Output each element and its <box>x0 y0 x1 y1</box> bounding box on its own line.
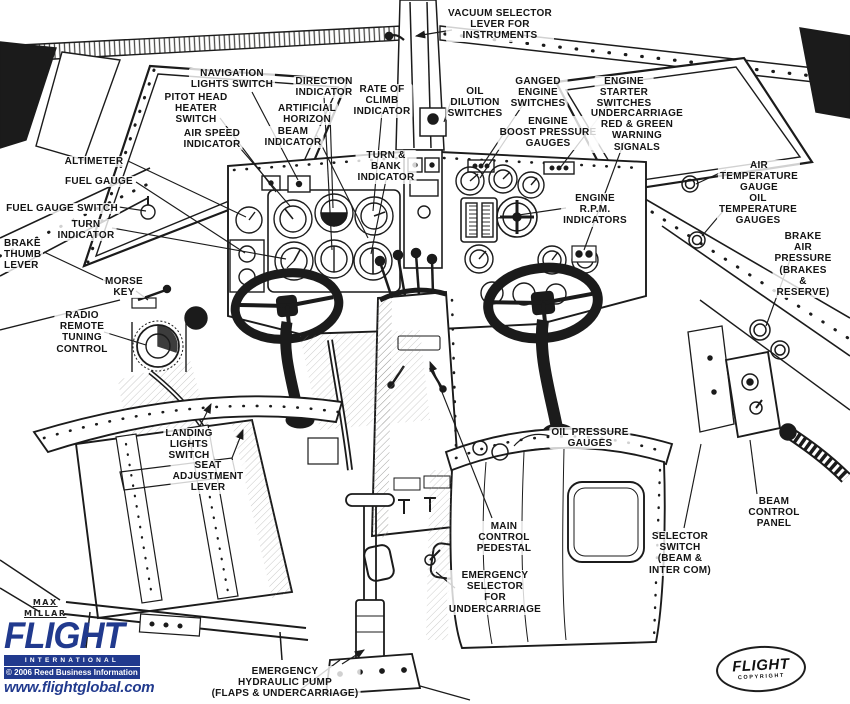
callout-fuel-gauge: FUEL GAUGE <box>63 176 135 188</box>
trim-wheel <box>184 306 208 330</box>
oil-pressure-gauge <box>491 443 509 461</box>
radio-tuning-dial <box>136 324 180 368</box>
oil-temperature-gauge-dial <box>688 231 706 249</box>
hose-coupling <box>779 423 797 441</box>
turn-and-bank-dial <box>353 241 393 281</box>
air-temperature-gauge-dial <box>681 175 699 193</box>
centre-switch-column <box>403 149 443 269</box>
right-sidewall-equipment <box>681 175 850 483</box>
callout-turn-indicator: TURN INDICATOR <box>55 219 117 242</box>
callout-rate-of-climb-indicator: RATE OF CLIMB INDICATOR <box>351 84 413 118</box>
callout-air-speed-indicator: AIR SPEED INDICATOR <box>181 128 243 151</box>
callout-emergency-selector-for-undercarriage: EMERGENCY SELECTOR FOR UNDERCARRIAGE <box>446 570 544 615</box>
callout-seat-adjustment-lever: SEAT ADJUSTMENT LEVER <box>170 460 246 494</box>
vacuum-selector-lever-knob <box>384 31 394 41</box>
callout-brake-thumb-lever: BRAKE THUMB LEVER <box>2 238 44 272</box>
callout-oil-dilution-switches: OIL DILUTION SWITCHES <box>445 86 505 120</box>
callout-beam-control-panel: BEAM CONTROL PANEL <box>746 496 802 530</box>
callout-vacuum-selector-lever: VACUUM SELECTOR LEVER FOR INSTRUMENTS <box>446 8 554 42</box>
callout-ganged-engine-switches: GANGED ENGINE SWITCHES <box>508 76 568 110</box>
callout-direction-indicator: DIRECTION INDICATOR <box>293 76 355 99</box>
direction-indicator-dial <box>314 239 354 279</box>
website-url: www.flightglobal.com <box>4 679 155 697</box>
seat-rail-plate <box>138 613 202 637</box>
callout-engine-boost-pressure-gauges: ENGINE BOOST PRESSURE GAUGES <box>497 116 599 150</box>
brake-air-pressure-gauge <box>770 340 790 360</box>
artist-signature: MAX MILLAR <box>24 598 67 618</box>
brake-air-pressure-gauge <box>749 319 771 341</box>
callout-oil-temperature-gauges: OIL TEMPERATURE GAUGES <box>716 193 800 227</box>
callout-radio-remote-tuning-control: RADIO REMOTE TUNING CONTROL <box>54 310 110 355</box>
callout-fuel-gauge-switch: FUEL GAUGE SWITCH <box>4 203 120 215</box>
right-engine-placard <box>393 477 421 491</box>
flight-logo-wordmark: FLIGHT <box>4 615 125 656</box>
callout-navigation-lights-switch: NAVIGATION LIGHTS SWITCH <box>188 68 276 91</box>
morse-key-knob <box>162 284 172 294</box>
oil-dilution-switch-knob <box>427 113 439 125</box>
engine-rpm-indicator-instrument <box>460 197 498 243</box>
callout-artificial-horizon: ARTIFICIAL HORIZON <box>275 103 339 126</box>
seat-cushion <box>567 481 645 563</box>
callout-turn-and-bank-indicator: TURN & BANK INDICATOR <box>355 150 417 184</box>
callout-altimeter: ALTIMETER <box>62 156 126 168</box>
right-seat <box>424 427 674 649</box>
callout-engine-starter-switches: ENGINE STARTER SWITCHES <box>594 76 654 110</box>
undercarriage-warning-lamps <box>571 245 597 263</box>
artificial-horizon-dial <box>314 193 354 233</box>
callout-beam-indicator: BEAM INDICATOR <box>262 126 324 149</box>
flight-logo-international: INTERNATIONAL <box>4 654 140 667</box>
callout-brake-air-pressure: BRAKE AIR PRESSURE (BRAKES & RESERVE) <box>772 231 834 299</box>
callout-landing-lights-switch: LANDING LIGHTS SWITCH <box>163 428 215 462</box>
airspeed-dial <box>273 199 313 239</box>
copyright-line: © 2006 Reed Business Information <box>4 667 140 680</box>
fuel-gauge-dial <box>235 206 263 234</box>
callout-undercarriage-warning-signals: UNDERCARRIAGE RED & GREEN WARNING SIGNAL… <box>588 108 686 153</box>
emergency-hydraulic-pump-art <box>299 493 471 701</box>
callout-engine-rpm-indicators: ENGINE R.P.M. INDICATORS <box>561 193 629 227</box>
callout-morse-key: MORSE KEY <box>103 276 145 299</box>
callout-selector-switch-beam-intercom: SELECTOR SWITCH (BEAM & INTER COM) <box>647 531 713 576</box>
callout-emergency-hydraulic-pump: EMERGENCY HYDRAULIC PUMP (FLAPS & UNDERC… <box>209 666 361 700</box>
beam-control-panel-box <box>724 350 782 439</box>
callout-oil-pressure-gauges: OIL PRESSURE GAUGES <box>549 427 631 450</box>
left-sidewall-equipment <box>131 196 208 372</box>
callout-pitot-head-heater-switch: PITOT HEAD HEATER SWITCH <box>162 92 230 126</box>
emergency-undercarriage-selector-knob <box>424 554 436 566</box>
flight-international-logo: FLIGHT INTERNATIONAL © 2006 Reed Busines… <box>4 615 155 697</box>
stamp-wordmark: FLIGHT <box>731 655 790 676</box>
cockpit-coaming <box>32 395 344 454</box>
callout-main-control-pedestal: MAIN CONTROL PEDESTAL <box>474 521 534 555</box>
oil-pressure-gauge <box>472 440 488 456</box>
stamp-copyright-text: COPYRIGHT <box>737 672 786 681</box>
callout-air-temperature-gauge: AIR TEMPERATURE GAUGE <box>717 160 801 194</box>
boost-pressure-dials <box>455 164 545 199</box>
radio-tuning-knurl <box>132 320 184 372</box>
